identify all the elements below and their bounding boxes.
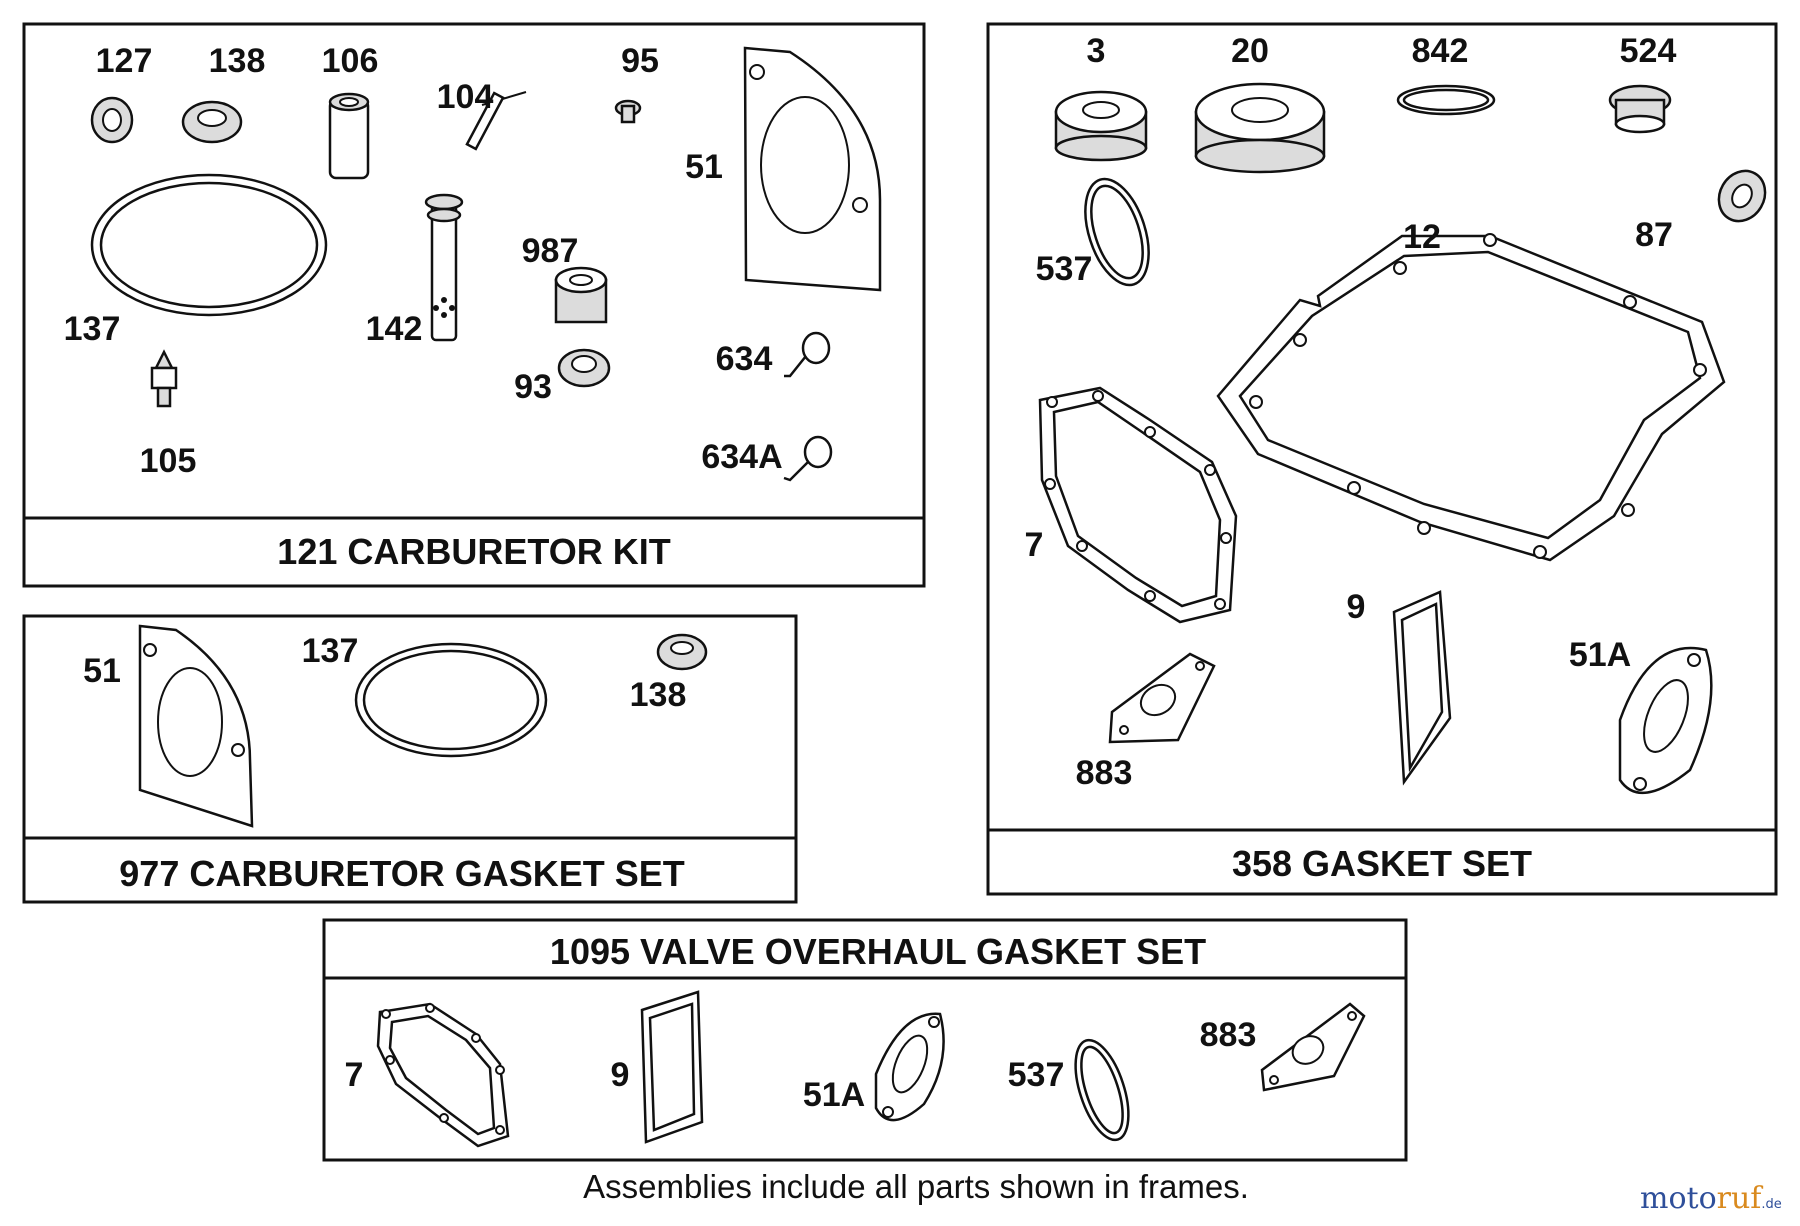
part-label-51A: 51A — [1569, 636, 1631, 674]
part-label-3: 3 — [1087, 32, 1106, 70]
part-label-9: 9 — [1347, 588, 1366, 626]
part-label-138: 138 — [630, 676, 687, 714]
part-634-drawing — [784, 331, 831, 378]
part-51-drawing — [138, 624, 254, 828]
part-label-87: 87 — [1635, 216, 1673, 254]
part-label-127: 127 — [96, 42, 153, 80]
part-label-12: 12 — [1403, 218, 1441, 256]
part-label-51A: 51A — [803, 1076, 865, 1114]
part-label-842: 842 — [1412, 32, 1469, 70]
part-51-drawing — [743, 46, 882, 292]
part-label-634A: 634A — [701, 438, 782, 476]
part-9-drawing — [1392, 590, 1452, 786]
part-label-142: 142 — [366, 310, 423, 348]
part-label-537: 537 — [1008, 1056, 1065, 1094]
carburetor-kit-title: 121 CARBURETOR KIT — [277, 531, 670, 572]
part-label-104: 104 — [437, 78, 494, 116]
part-137-drawing — [90, 173, 328, 317]
part-87-drawing — [1717, 169, 1767, 223]
carburetor-gasket-set-title: 977 CARBURETOR GASKET SET — [119, 853, 684, 894]
valve-overhaul-gasket-set-panel: 1095 VALVE OVERHAUL GASKET SET — [322, 918, 1408, 1162]
part-634A-drawing — [783, 435, 833, 482]
part-label-95: 95 — [621, 42, 659, 80]
part-label-137: 137 — [64, 310, 121, 348]
watermark-text: motoruf.de — [1640, 1181, 1782, 1216]
part-524-drawing — [1608, 84, 1672, 134]
part-label-20: 20 — [1231, 32, 1269, 70]
part-51A-drawing — [1618, 646, 1713, 795]
part-883-drawing — [1260, 1002, 1366, 1092]
part-883-drawing — [1108, 652, 1216, 744]
part-138-drawing — [181, 100, 243, 144]
part-label-7: 7 — [1025, 526, 1044, 564]
part-104-drawing — [465, 91, 527, 151]
carburetor-kit-frame — [22, 22, 926, 588]
part-127-drawing — [90, 96, 134, 144]
part-label-51: 51 — [685, 148, 723, 186]
part-20-drawing — [1194, 82, 1326, 174]
part-label-51: 51 — [83, 652, 121, 690]
gasket-set-title: 358 GASKET SET — [1232, 843, 1532, 884]
part-label-883: 883 — [1076, 754, 1133, 792]
watermark-logo: motoruf.de — [1640, 1181, 1782, 1216]
part-142-drawing — [424, 193, 464, 342]
part-7-drawing — [376, 1002, 510, 1148]
part-label-9: 9 — [611, 1056, 630, 1094]
carburetor-kit-panel: 121 CARBURETOR KIT — [22, 22, 926, 588]
part-842-drawing — [1396, 84, 1496, 116]
gasket-set-panel: 358 GASKET SET — [986, 22, 1778, 896]
part-95-drawing — [614, 99, 642, 124]
part-label-137: 137 — [302, 632, 359, 670]
part-label-93: 93 — [514, 368, 552, 406]
part-51A-drawing — [874, 1012, 945, 1122]
part-105-drawing — [150, 349, 178, 408]
part-label-537: 537 — [1036, 250, 1093, 288]
valve-overhaul-gasket-set-frame — [322, 918, 1408, 1162]
valve-overhaul-gasket-set-title: 1095 VALVE OVERHAUL GASKET SET — [550, 931, 1206, 972]
part-label-883: 883 — [1200, 1016, 1257, 1054]
part-label-987: 987 — [522, 232, 579, 270]
part-label-524: 524 — [1620, 32, 1677, 70]
carburetor-gasket-set-panel: 977 CARBURETOR GASKET SET 51 137 138 — [22, 614, 798, 904]
part-label-106: 106 — [322, 42, 379, 80]
part-3-drawing — [1054, 90, 1148, 162]
part-138-drawing — [656, 633, 708, 671]
part-106-drawing — [328, 92, 370, 180]
part-93-drawing — [557, 348, 611, 388]
part-label-7: 7 — [345, 1056, 364, 1094]
part-12-drawing — [1216, 233, 1726, 562]
part-137-drawing — [354, 642, 548, 758]
gasket-set-frame — [986, 22, 1778, 896]
part-label-634: 634 — [716, 340, 773, 378]
part-537-drawing — [1084, 177, 1150, 287]
carburetor-gasket-set-frame — [22, 614, 798, 904]
footnote-caption: Assemblies include all parts shown in fr… — [583, 1168, 1249, 1205]
part-537-drawing — [1074, 1038, 1130, 1142]
part-7-drawing — [1038, 386, 1238, 624]
part-label-138: 138 — [209, 42, 266, 80]
part-label-105: 105 — [140, 442, 197, 480]
part-9-drawing — [640, 990, 704, 1144]
part-987-drawing — [554, 266, 608, 324]
